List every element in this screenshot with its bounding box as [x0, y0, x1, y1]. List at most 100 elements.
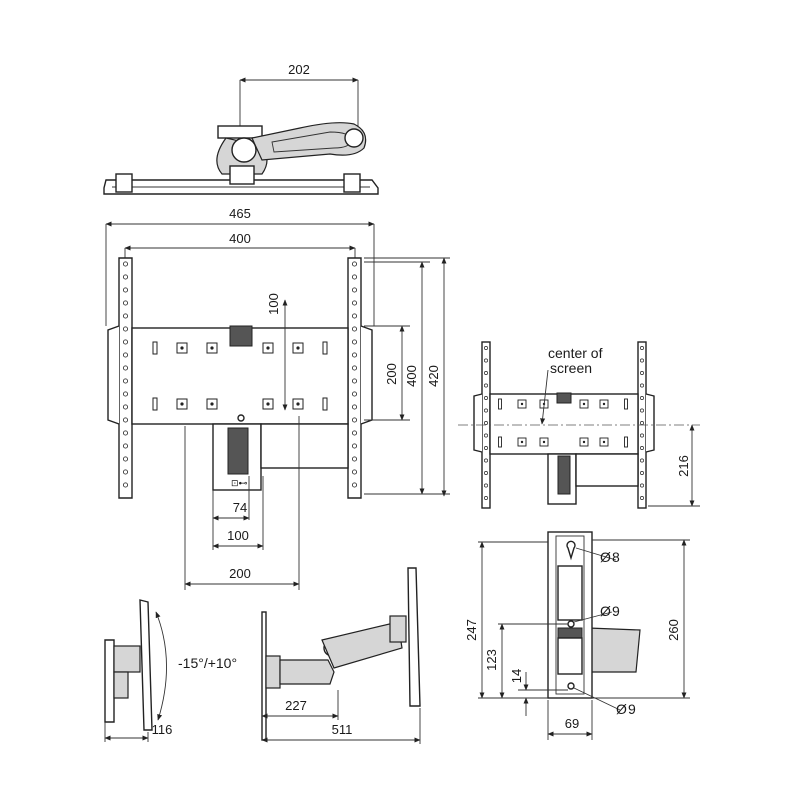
rail-hole: [351, 469, 357, 475]
dim-74: 74: [233, 500, 247, 515]
rail-hole: [640, 483, 644, 488]
dim-465: 465: [229, 206, 251, 221]
profile-hinge: [113, 645, 141, 673]
tilt-profile: -15°/+10° 116: [104, 599, 237, 742]
dim-400-width: 400: [229, 231, 251, 246]
front-mount-holes: [152, 341, 328, 411]
mount-slot: [152, 341, 158, 355]
keyhole-slot: [566, 540, 576, 561]
rail-hole: [123, 339, 129, 345]
rail-right: [347, 257, 362, 499]
rail-hole: [640, 358, 644, 363]
top-arm-end: [344, 128, 364, 148]
profile-wall-plate: [104, 639, 115, 723]
rail-hole: [351, 352, 357, 358]
rail-holes-left: [123, 261, 129, 488]
rail-hole: [484, 396, 488, 400]
arm-segment-1: [279, 659, 335, 685]
dim-247: 247: [464, 619, 479, 641]
dim-511: 511: [332, 722, 353, 737]
arm-profile: 227 511: [261, 567, 421, 744]
front-arm-pivot: [227, 427, 249, 475]
mount-slot: [624, 398, 628, 410]
top-bracket: [217, 125, 263, 139]
dim-260: 260: [666, 619, 681, 641]
rail-hole: [640, 421, 644, 425]
arm-screen-bracket: [407, 567, 421, 707]
label-dia-9b-symbol: Ø: [616, 701, 627, 717]
rail-hole: [640, 346, 644, 350]
top-clip-right: [343, 173, 361, 193]
label-dia-8-symbol: Ø: [600, 549, 611, 565]
rail-hole: [484, 371, 488, 375]
front-view: 465 400 ⊡⊷ 100 200: [105, 206, 450, 590]
rail-hole: [640, 458, 644, 463]
rail-hole: [351, 417, 357, 423]
dim-116: 116: [152, 722, 173, 737]
rail-hole: [351, 404, 357, 410]
label-dia-9a: 9: [612, 603, 620, 619]
rail-hole: [123, 274, 129, 280]
front-center-hole: [237, 414, 245, 422]
dim-100-vertical: 100: [266, 293, 281, 315]
top-pivot: [231, 137, 257, 163]
rail-hole: [640, 433, 644, 438]
top-wall-block: [229, 165, 255, 185]
arm-wall-plate: [261, 611, 267, 741]
label-center-of: center of: [548, 345, 603, 361]
rail-hole: [640, 383, 644, 388]
dim-123: 123: [484, 649, 499, 671]
rail-hole: [351, 391, 357, 397]
label-dia-9b: 9: [628, 701, 636, 717]
dim-14: 14: [509, 669, 524, 683]
dim-400-vertical: 400: [404, 365, 419, 387]
rail-hole: [640, 396, 644, 400]
svg-text:⊡⊷: ⊡⊷: [231, 478, 248, 488]
label-screen: screen: [550, 360, 592, 376]
dim-200-vertical: 200: [384, 363, 399, 385]
detail-bracket: [557, 565, 583, 621]
mount-slot: [322, 397, 328, 411]
rail-hole: [351, 443, 357, 449]
rail-hole: [123, 404, 129, 410]
hole-9-bottom: [567, 682, 575, 690]
rail-hole: [351, 365, 357, 371]
rail-hole: [484, 408, 488, 413]
rail-holes-right: [351, 261, 357, 488]
rail-hole: [640, 371, 644, 375]
rail-hole: [123, 365, 129, 371]
rail-hole: [484, 496, 488, 500]
tab-left: [107, 325, 120, 425]
rail-hole: [123, 378, 129, 384]
rail-hole: [640, 446, 644, 450]
front-arm-extension: [260, 423, 349, 469]
detail-arm-section: [587, 627, 641, 673]
rail-hole: [484, 383, 488, 388]
rail-hole: [351, 482, 357, 488]
dim-69: 69: [565, 716, 579, 731]
rail-hole: [484, 446, 488, 450]
rail-hole: [484, 358, 488, 363]
label-dia-9a-symbol: Ø: [600, 603, 611, 619]
mount-slot: [498, 398, 502, 410]
arm-segment-2: [321, 621, 403, 669]
dim-420-vertical: 420: [426, 365, 441, 387]
dim-227: 227: [285, 698, 307, 713]
rail-hole: [123, 352, 129, 358]
mount-slot: [322, 341, 328, 355]
rail-hole: [351, 287, 357, 293]
rail-hole: [640, 408, 644, 413]
wall-plate-detail: Ø 8 Ø 9 Ø 9 247 123 14 260 69: [464, 531, 690, 740]
rail-hole: [351, 430, 357, 436]
label-dia-8: 8: [612, 549, 620, 565]
dim-100-bottom: 100: [227, 528, 249, 543]
rail-hole: [484, 458, 488, 463]
rail-left: [118, 257, 133, 499]
rail-hole: [123, 417, 129, 423]
rail-hole: [640, 471, 644, 475]
rail-hole: [351, 339, 357, 345]
dim-202: 202: [288, 62, 310, 77]
tab-right: [360, 325, 373, 425]
rail-hole: [123, 326, 129, 332]
rail-hole: [123, 391, 129, 397]
